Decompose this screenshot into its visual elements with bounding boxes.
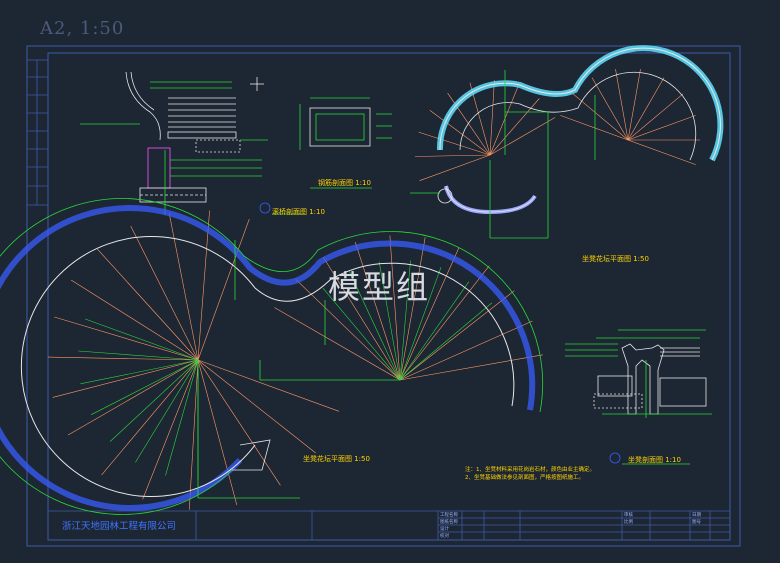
radial-line	[322, 256, 401, 381]
title-block	[48, 510, 730, 540]
title-block-cell: 设计	[440, 527, 449, 532]
radial-line	[197, 359, 238, 505]
upper-plan-label: 坐凳花坛平面图 1:50	[582, 255, 649, 263]
radial-line	[627, 115, 696, 141]
title-block-cell: 比例	[624, 520, 633, 525]
radial-line	[389, 235, 401, 381]
radial-line	[399, 265, 490, 381]
radial-line	[627, 93, 684, 141]
note-line: 2、坐凳基础做法参见剖面图，严格按图纸施工。	[465, 475, 585, 481]
title-block-cell: 审核	[624, 513, 633, 518]
lower-plan-drawing	[0, 198, 544, 515]
small-section-label: 坐凳剖面图 1:10	[628, 456, 681, 464]
inner-frame	[47, 52, 731, 541]
radial-line	[399, 354, 543, 381]
radial-line	[429, 109, 491, 156]
outer-frame	[26, 45, 741, 547]
watermark-text: 模型组	[328, 268, 431, 306]
small-section-drawing	[565, 329, 712, 465]
radial-line	[197, 218, 250, 361]
radial-line	[419, 154, 491, 181]
sheet-scale-title: A2, 1:50	[40, 18, 125, 39]
radial-line	[399, 320, 533, 381]
construction-line	[399, 267, 442, 381]
radial-line	[197, 210, 210, 361]
radial-line	[67, 359, 199, 436]
title-block-cell: 日期	[692, 513, 701, 518]
radial-line	[627, 77, 665, 141]
radial-line	[274, 307, 401, 381]
radial-line	[47, 356, 199, 361]
radial-line	[54, 316, 199, 361]
radial-line	[489, 85, 519, 156]
radial-line	[489, 80, 495, 156]
radial-line	[295, 279, 401, 381]
construction-line	[91, 359, 199, 415]
radial-line	[627, 139, 696, 165]
construction-line	[80, 359, 199, 385]
construction-line	[78, 350, 199, 361]
radial-line	[560, 115, 629, 141]
construction-line	[109, 359, 199, 442]
construction-line	[165, 359, 199, 476]
title-block-cell: 图纸名称	[440, 520, 458, 525]
radial-line	[414, 154, 491, 157]
radial-line	[399, 247, 460, 381]
lower-plan-label: 坐凳花坛平面图 1:50	[303, 455, 370, 463]
radial-line	[168, 212, 199, 361]
title-block-cell: 图号	[692, 520, 701, 525]
note-line: 注：1、坐凳材料采用花岗岩石材，颜色由业主确定。	[465, 467, 596, 473]
company-name: 浙江天地园林工程有限公司	[62, 521, 177, 532]
radial-line	[70, 279, 199, 361]
radial-line	[591, 77, 629, 141]
construction-line	[378, 261, 401, 381]
upper-plan-drawing	[410, 45, 724, 239]
left-binding-strip	[26, 59, 49, 206]
construction-line	[322, 287, 401, 381]
section-detail-drawing	[80, 71, 305, 215]
drawing-notes: 注：1、坐凳材料采用花岗岩石材，颜色由业主确定。 2、坐凳基础做法参见剖面图，严…	[465, 466, 595, 482]
construction-line	[85, 318, 199, 361]
radial-line	[354, 242, 401, 381]
radial-line	[399, 237, 426, 381]
radial-line	[489, 117, 556, 156]
construction-line	[135, 359, 199, 463]
title-block-cell: 校对	[440, 534, 449, 539]
radial-line	[101, 359, 199, 476]
construction-line	[349, 271, 401, 381]
construction-line	[399, 302, 493, 381]
radial-line	[447, 92, 491, 156]
radial-line	[52, 359, 199, 398]
radial-line	[96, 248, 199, 361]
radial-line	[572, 93, 629, 141]
radial-line	[627, 69, 641, 141]
construction-line	[399, 281, 470, 381]
radial-line	[197, 359, 340, 412]
radial-line	[189, 359, 199, 510]
radial-line	[197, 359, 316, 454]
radial-line	[489, 98, 540, 156]
rebar-section-label: 钢筋剖面图 1:10	[318, 179, 371, 187]
construction-line	[399, 260, 411, 381]
radial-line	[418, 131, 491, 156]
radial-line	[142, 359, 199, 500]
radial-line	[615, 69, 629, 141]
section-detail-label: 滚桥剖面图 1:10	[272, 208, 325, 216]
radial-line	[197, 359, 281, 486]
title-block-cell: 工程名称	[440, 513, 458, 518]
radial-line	[130, 225, 199, 361]
radial-line	[399, 290, 515, 381]
rebar-section-drawing	[299, 97, 392, 189]
